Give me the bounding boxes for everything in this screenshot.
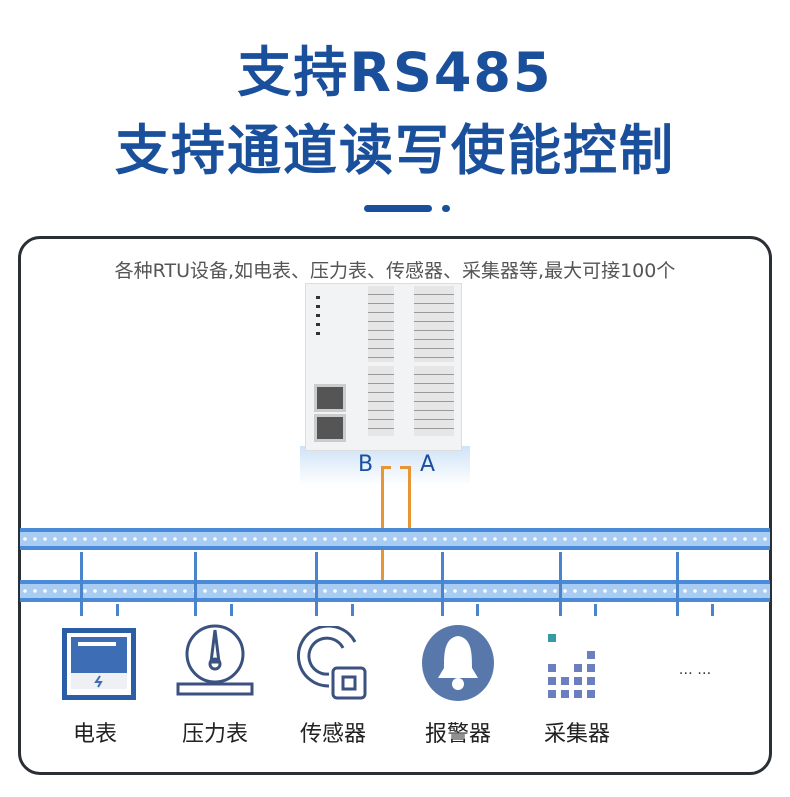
- device-label-sensor: 传感器: [299, 722, 366, 747]
- diagram-card: [18, 236, 772, 775]
- more-devices-text: … …: [678, 662, 712, 678]
- rs485-bus-b: [20, 580, 770, 602]
- bus-drop-line: [559, 552, 562, 616]
- terminal-block: [368, 366, 394, 436]
- alarm-bell-icon: [422, 625, 494, 701]
- terminal-block: [414, 286, 454, 362]
- bus-drop-line: [476, 604, 479, 616]
- bus-drop-line: [315, 552, 318, 616]
- electric-meter-icon: [62, 628, 136, 700]
- bus-drop-line: [441, 552, 444, 616]
- bus-drop-line: [351, 604, 354, 616]
- divider-dot: [442, 205, 450, 212]
- terminal-b-label: B: [358, 452, 374, 477]
- terminal-block: [414, 366, 454, 436]
- bus-drop-line: [230, 604, 233, 616]
- subtitle: 各种RTU设备,如电表、压力表、传感器、采集器等,最大可接100个: [114, 260, 676, 282]
- ethernet-port-in: [314, 384, 346, 412]
- title-line2: 支持通道读写使能控制: [115, 119, 675, 182]
- rs485-bus-a: [20, 528, 770, 550]
- collector-icon: [548, 634, 595, 698]
- wire-a-stub: [400, 466, 410, 469]
- device-label-meter: 电表: [72, 722, 117, 747]
- bus-drop-line: [80, 552, 83, 616]
- pressure-gauge-icon: [176, 624, 254, 696]
- bus-drop-line: [594, 604, 597, 616]
- wire-b: [381, 466, 384, 582]
- bus-drop-line: [711, 604, 714, 616]
- wire-a: [408, 466, 411, 532]
- plc-device: [305, 283, 462, 451]
- divider: [364, 205, 432, 212]
- title-line1: 支持RS485: [237, 41, 553, 104]
- terminal-a-label: A: [420, 452, 436, 477]
- device-label-collector: 采集器: [543, 722, 610, 747]
- ethernet-port-out: [314, 414, 346, 442]
- sensor-icon: [297, 626, 367, 700]
- status-leds: [316, 296, 320, 336]
- terminal-block: [368, 286, 394, 362]
- device-label-gauge: 压力表: [181, 722, 248, 747]
- bus-drop-line: [194, 552, 197, 616]
- device-label-alarm: 报警器: [424, 722, 491, 747]
- bus-drop-line: [676, 552, 679, 616]
- bus-drop-line: [116, 604, 119, 616]
- wire-b-stub: [381, 466, 391, 469]
